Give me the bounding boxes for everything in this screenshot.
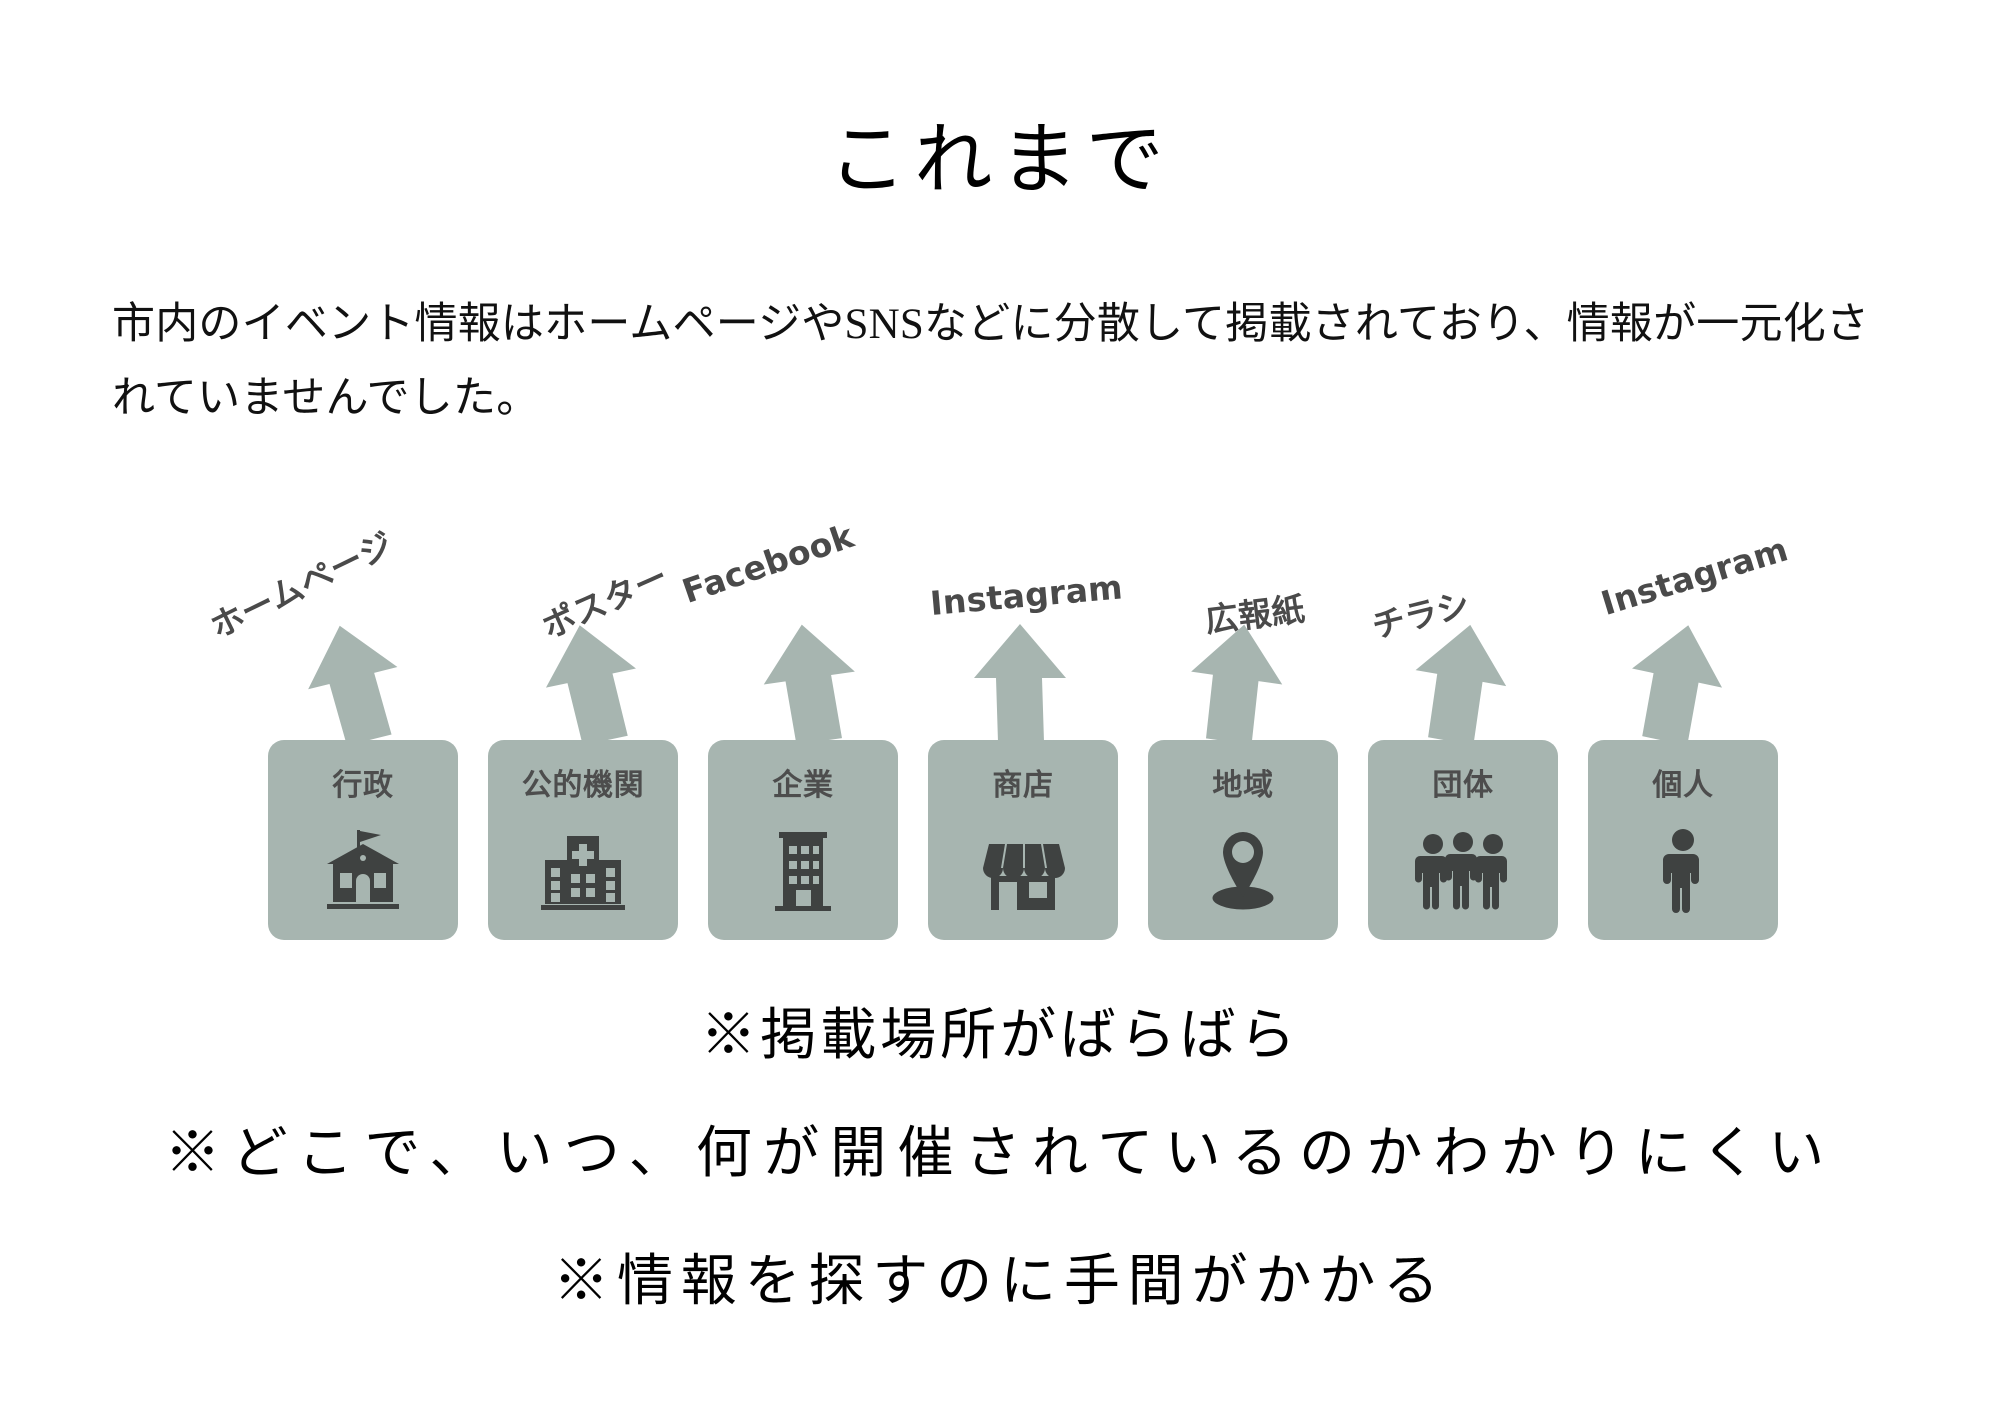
channel-label-instagram-2: Instagram <box>1596 529 1793 623</box>
issue-bullet-2: ※どこで、いつ、何が開催されているのかわかりにくい <box>164 1123 1836 1185</box>
office-building-icon <box>751 816 855 920</box>
lead-paragraph-line-2: れていませんでした。 <box>112 374 540 422</box>
entity-box-kouteki-kikan[interactable]: 公的機関 <box>488 740 678 940</box>
entity-box-chiiki[interactable]: 地域 <box>1148 740 1338 940</box>
lead-paragraph: 市内のイベント情報はホームページやSNSなどに分散して掲載されており、情報が一元… <box>112 288 1902 436</box>
entity-label: 地域 <box>1212 768 1274 803</box>
storefront-icon <box>971 816 1075 920</box>
up-arrow-icon <box>532 613 651 752</box>
single-person-icon <box>1631 816 1735 920</box>
city-hall-icon <box>311 816 415 920</box>
up-arrow-icon <box>1402 615 1518 752</box>
map-pin-icon <box>1191 816 1295 920</box>
issue-bullet-3: ※情報を探すのに手間がかかる <box>553 1251 1447 1313</box>
lead-paragraph-line-1: 市内のイベント情報はホームページやSNSなどに分散して掲載されており、情報が一元… <box>112 301 1870 348</box>
up-arrow-icon <box>293 612 416 754</box>
channel-label-instagram-1: Instagram <box>928 567 1125 623</box>
entity-label: 個人 <box>1652 768 1714 803</box>
three-people-icon <box>1411 816 1515 920</box>
entity-box-shouten[interactable]: 商店 <box>928 740 1118 940</box>
hospital-icon <box>531 816 635 920</box>
issue-bullet-1: ※掲載場所がばらばら <box>700 1005 1300 1067</box>
up-arrow-icon <box>1616 613 1735 752</box>
channel-label-facebook: Facebook <box>677 516 859 611</box>
entity-box-kigyou[interactable]: 企業 <box>708 740 898 940</box>
entity-label: 公的機関 <box>521 768 645 803</box>
up-arrow-icon <box>972 622 1068 744</box>
up-arrow-icon <box>754 616 866 750</box>
page-title: これまで <box>828 116 1172 203</box>
entity-label: 行政 <box>332 768 394 803</box>
entity-label: 商店 <box>992 768 1054 803</box>
entity-box-dantai[interactable]: 団体 <box>1368 740 1558 940</box>
channel-dispersion-diagram: ホームページ ポスター Facebook Instagram 広報紙 チラシ I… <box>0 500 2000 960</box>
entity-box-gyosei[interactable]: 行政 <box>268 740 458 940</box>
entity-label: 団体 <box>1432 768 1494 803</box>
entity-label: 企業 <box>772 768 834 803</box>
entity-box-kojin[interactable]: 個人 <box>1588 740 1778 940</box>
up-arrow-icon <box>1180 616 1292 750</box>
